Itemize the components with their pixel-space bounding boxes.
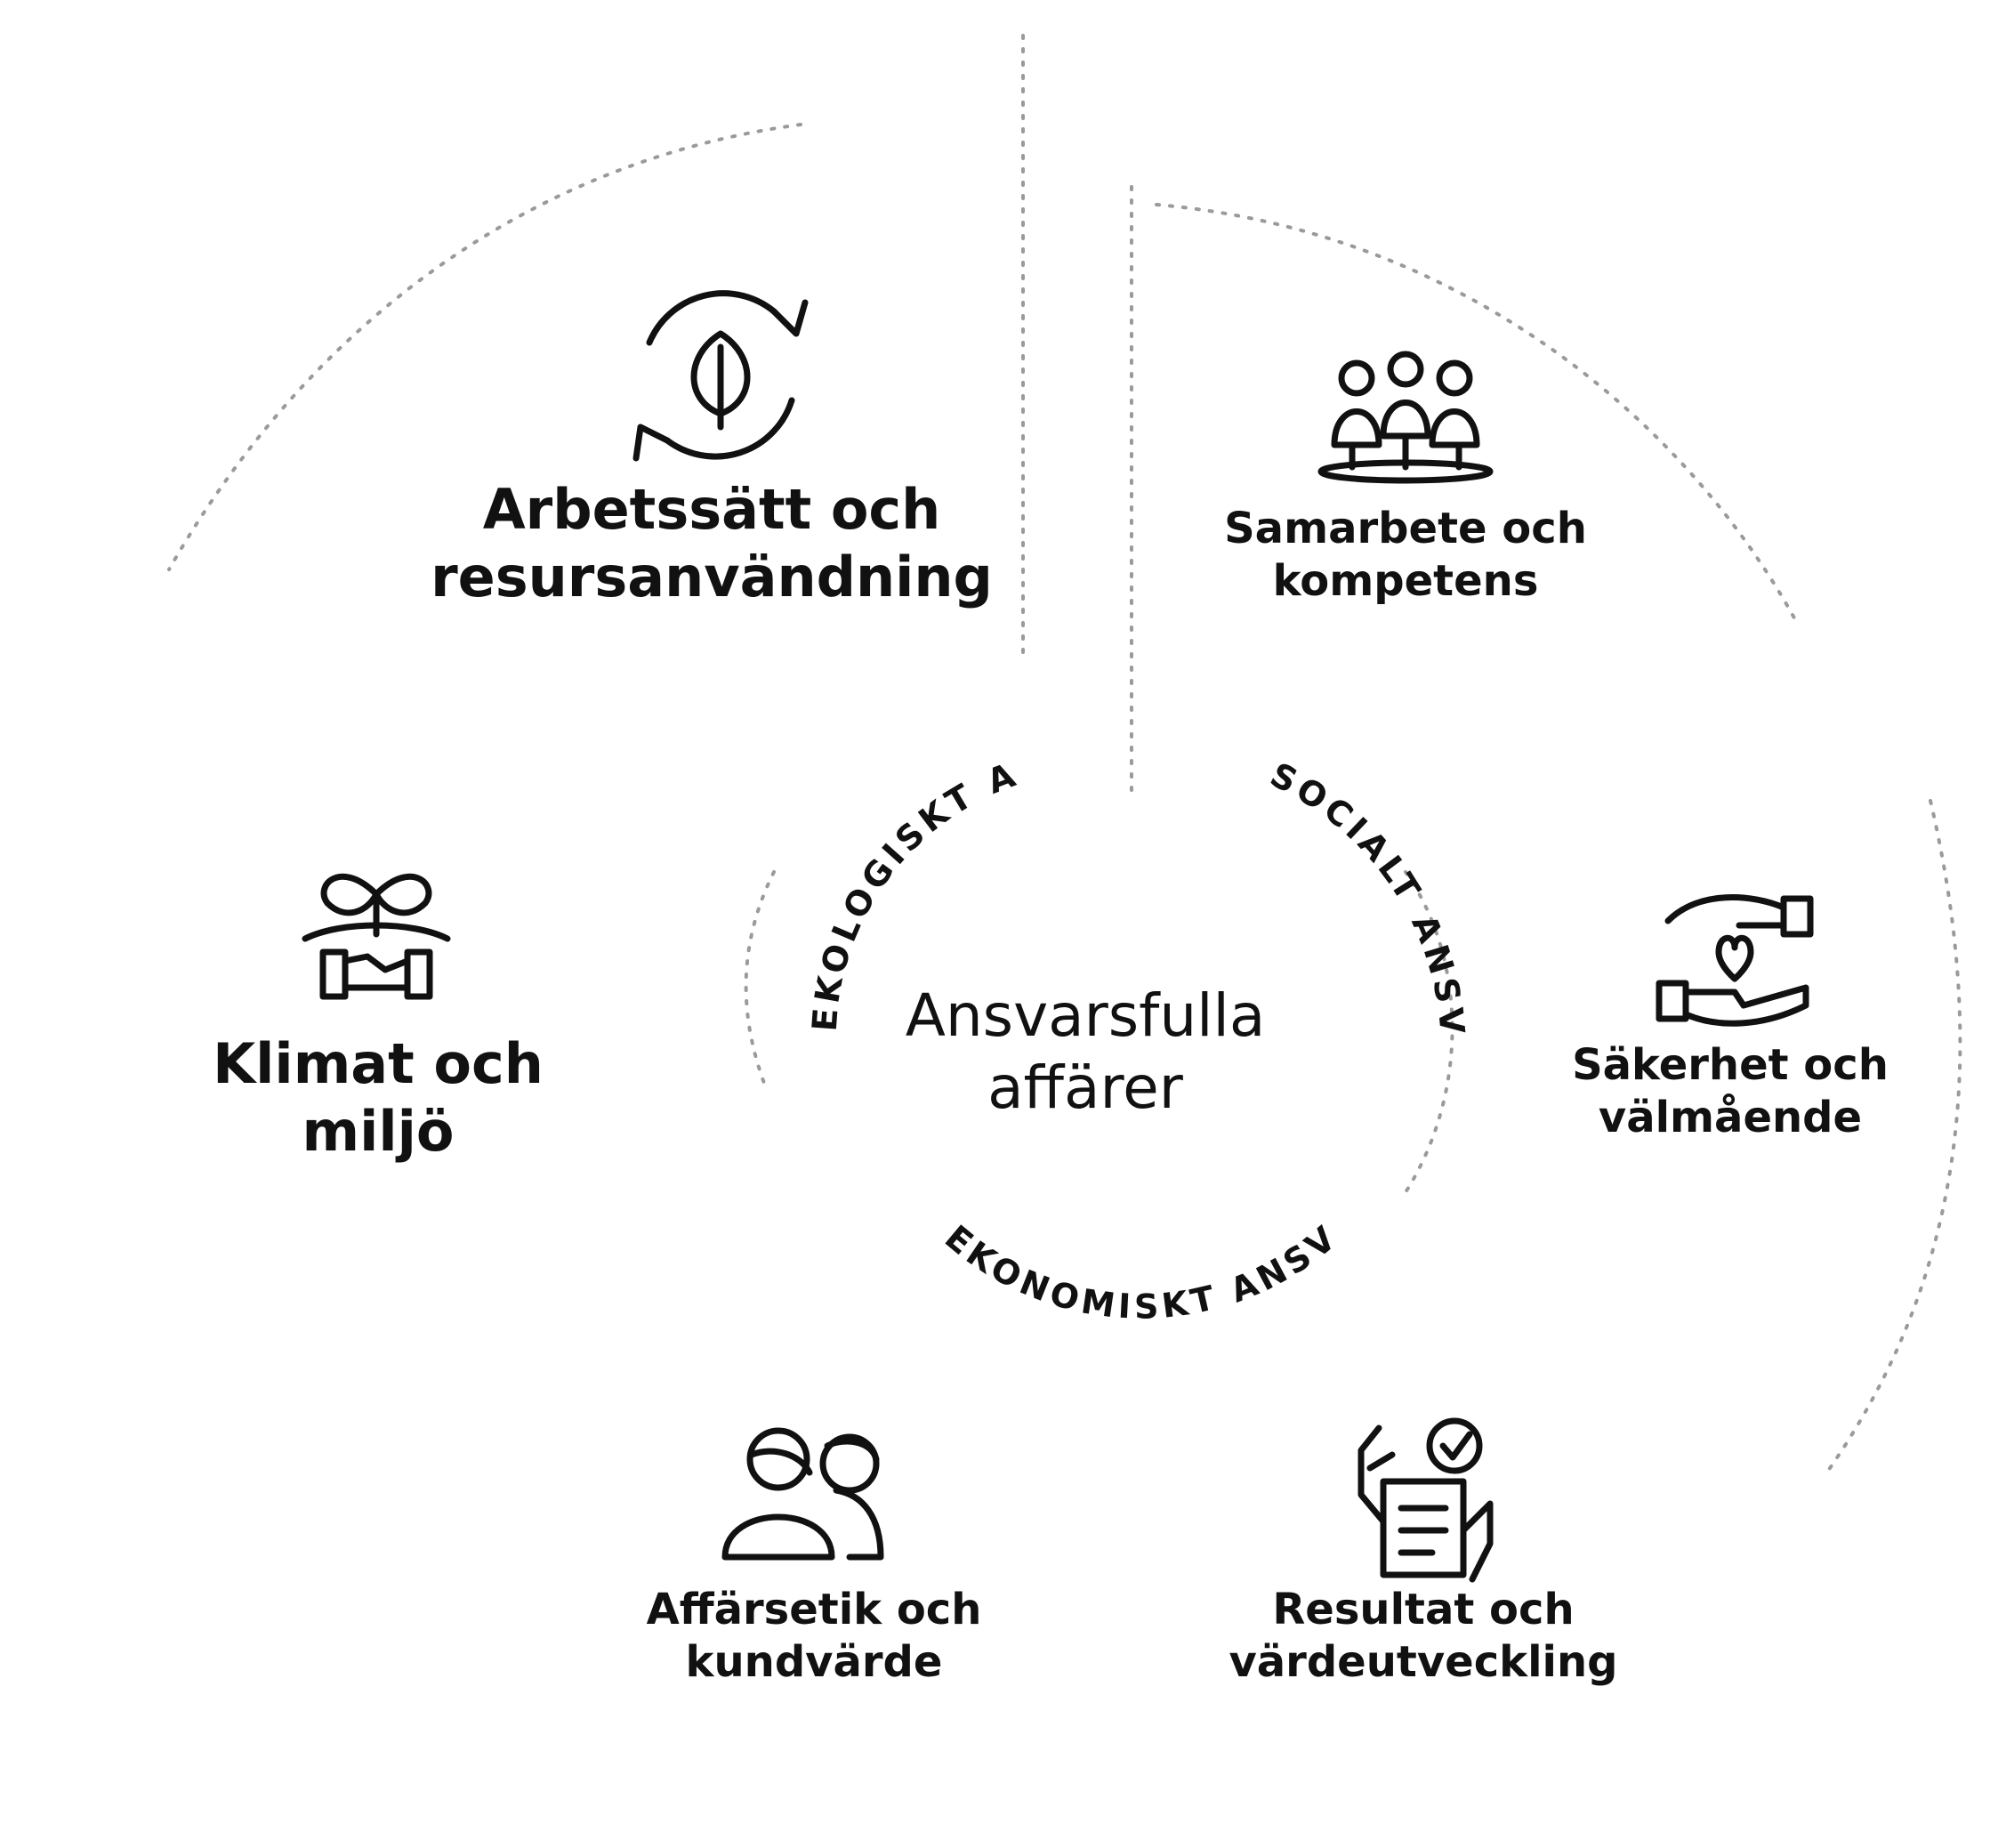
inner-arc-eco [744, 870, 776, 1087]
area-klimat-label: Klimat och miljö [178, 1030, 578, 1165]
two-people-icon [721, 1427, 884, 1561]
protecting-hands-heart-icon [1656, 894, 1814, 1027]
area-arbetssatt-line1: Arbetssätt och [482, 477, 941, 542]
area-resultat-line2: värdeutveckling [1229, 1636, 1618, 1687]
area-affarsetik-label: Affärsetik och kundvärde [623, 1584, 1005, 1688]
recycle-leaf-icon [632, 290, 809, 462]
area-samarbete-line2: kompetens [1272, 555, 1539, 606]
area-affarsetik-line1: Affärsetik och [646, 1585, 982, 1634]
area-arbetssatt-line2: resursanvändning [431, 544, 993, 609]
outer-arc-right [1155, 203, 1799, 625]
area-klimat-line2: miljö [302, 1098, 455, 1164]
center-title-line2: affärer [987, 1053, 1183, 1122]
area-sakerhet-line1: Säkerhet och [1572, 1040, 1889, 1090]
area-sakerhet-line2: välmående [1598, 1092, 1863, 1142]
area-klimat-line1: Klimat och [213, 1031, 544, 1096]
area-resultat-line1: Resultat och [1272, 1585, 1575, 1634]
inner-arc-social [1404, 870, 1454, 1194]
area-sakerhet-label: Säkerhet och välmående [1530, 1039, 1930, 1143]
center-title: Ansvarsfulla affärer [890, 980, 1281, 1124]
area-samarbete-label: Samarbete och kompetens [1192, 503, 1619, 607]
plant-handshake-icon [302, 873, 451, 1000]
area-affarsetik-line2: kundvärde [685, 1636, 943, 1687]
document-check-icon [1358, 1417, 1494, 1583]
area-samarbete-line1: Samarbete och [1224, 504, 1587, 553]
area-resultat-label: Resultat och värdeutveckling [1210, 1584, 1637, 1688]
center-title-line1: Ansvarsfulla [905, 981, 1266, 1050]
team-icon [1317, 351, 1494, 484]
area-arbetssatt-label: Arbetssätt och resursanvändning [427, 476, 996, 610]
